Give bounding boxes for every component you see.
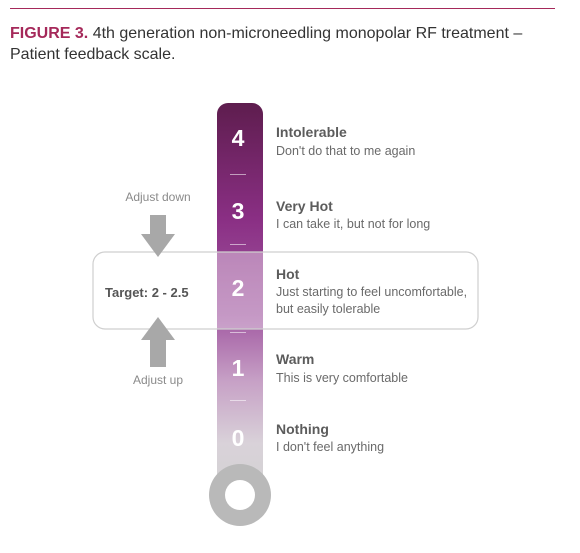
scale-tick <box>230 400 246 401</box>
level-0-name: Nothing <box>276 421 329 437</box>
level-4-name: Intolerable <box>276 124 347 140</box>
figure-caption: FIGURE 3. 4th generation non-microneedli… <box>10 23 560 65</box>
level-2-number: 2 <box>231 275 245 301</box>
figure-caption-text: 4th generation non-microneedling monopol… <box>10 25 523 63</box>
level-4-description: Don't do that to me again <box>276 144 416 158</box>
level-2-name: Hot <box>276 266 300 282</box>
figure-label: FIGURE 3. <box>10 25 89 42</box>
target-box <box>92 251 479 330</box>
level-1-number: 1 <box>231 355 245 381</box>
caption-rule <box>10 8 555 9</box>
level-3-number: 3 <box>231 198 245 224</box>
level-0-description: I don't feel anything <box>276 440 385 454</box>
level-3-description: I can take it, but not for long <box>276 217 431 231</box>
scale-tick <box>230 332 246 333</box>
level-3-name: Very Hot <box>276 198 333 214</box>
thermometer-tube <box>217 103 263 490</box>
adjust-up-arrow-icon <box>141 317 175 367</box>
adjust-down-arrow-icon <box>141 215 175 257</box>
adjust-down-label: Adjust down <box>125 190 191 204</box>
level-2-description: Just starting to feel uncomfortable, but… <box>276 285 468 316</box>
level-1-name: Warm <box>276 351 315 367</box>
thermometer-bulb-hole <box>225 480 255 510</box>
scale-tick <box>230 174 246 175</box>
level-0-number: 0 <box>231 425 245 451</box>
scale-tick <box>230 244 246 245</box>
adjust-up-label: Adjust up <box>132 373 184 387</box>
target-label: Target: 2 - 2.5 <box>105 285 189 300</box>
level-4-number: 4 <box>231 125 245 151</box>
level-1-description: This is very comfortable <box>276 371 408 385</box>
